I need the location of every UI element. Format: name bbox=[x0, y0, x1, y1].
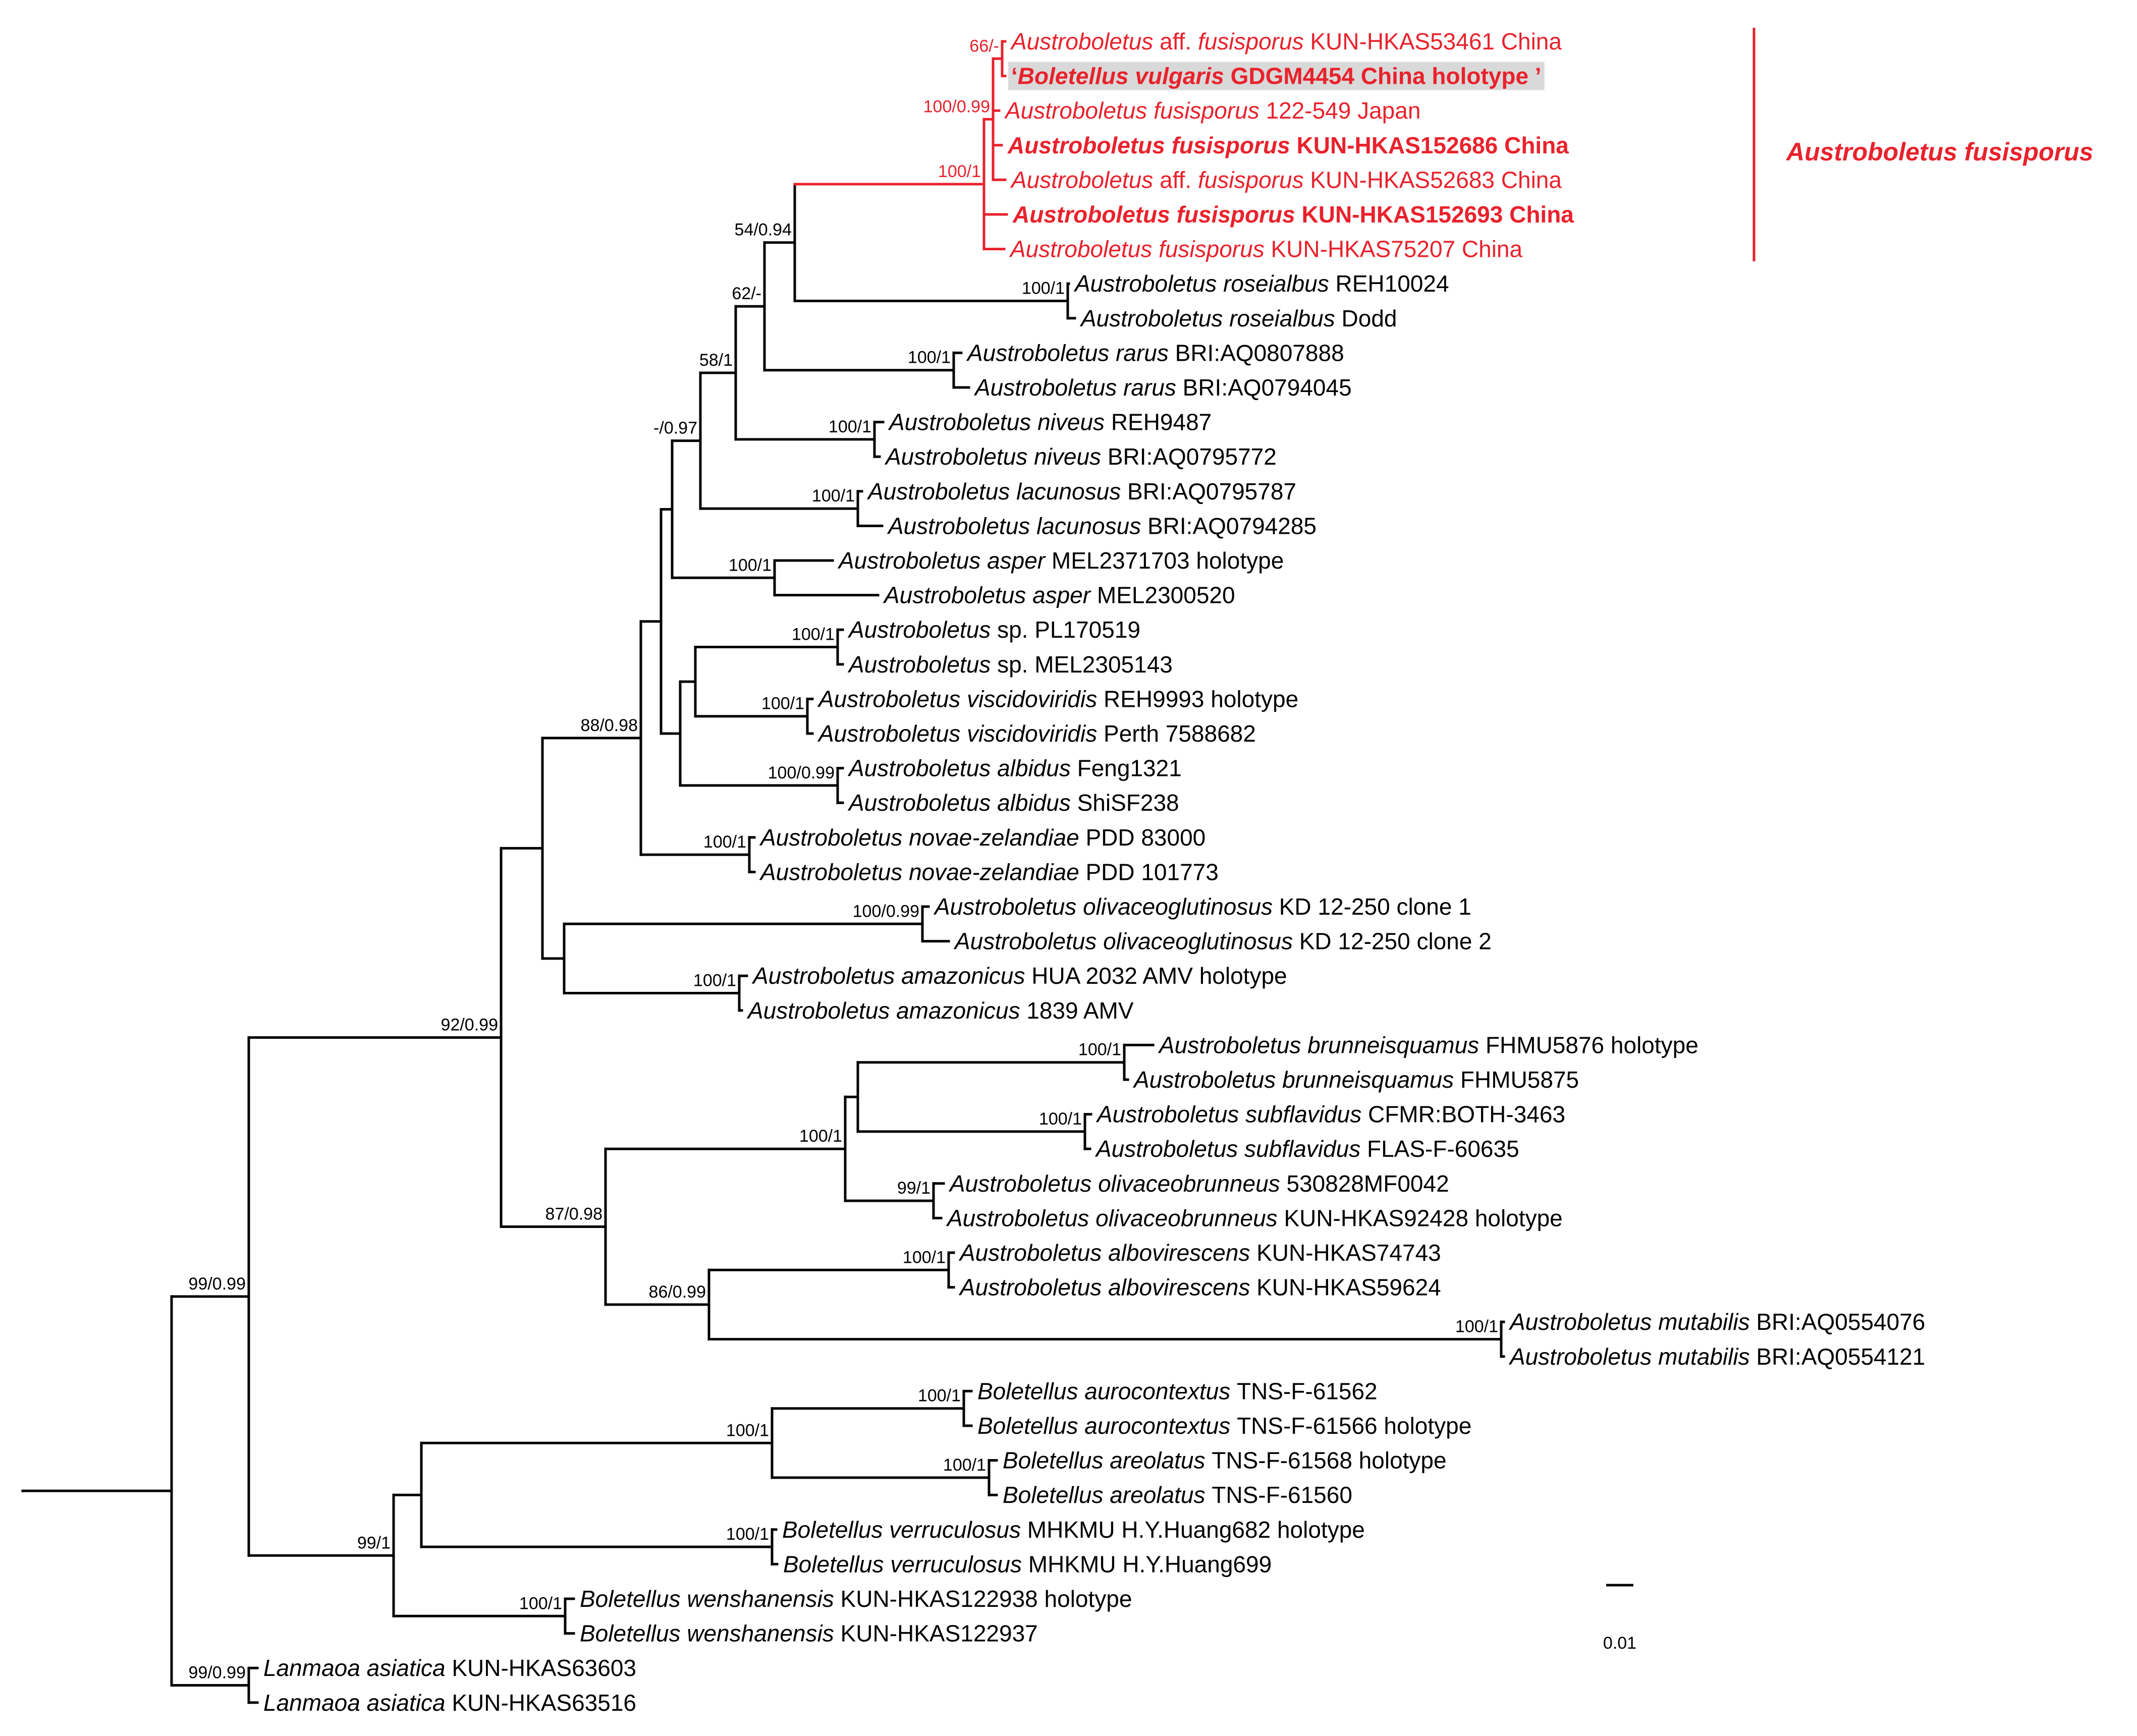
tip-label: Austroboletus asper MEL2300520 bbox=[883, 582, 1235, 608]
support-value: 88/0.98 bbox=[581, 716, 638, 735]
tip-label: Austroboletus albidus ShiSF238 bbox=[847, 790, 1179, 816]
tip-label: Austroboletus rarus BRI:AQ0794045 bbox=[973, 374, 1352, 401]
support-value: 100/1 bbox=[519, 1594, 562, 1613]
support-value: 100/1 bbox=[799, 1127, 842, 1146]
tip-label: Austroboletus aff. fusisporus KUN-HKAS52… bbox=[1010, 166, 1562, 193]
support-value: 58/1 bbox=[699, 351, 733, 370]
support-value: 62/- bbox=[732, 284, 761, 303]
support-value: 100/1 bbox=[829, 417, 871, 436]
support-value: 99/0.99 bbox=[189, 1663, 246, 1683]
tip-label: Boletellus areolatus TNS-F-61568 holotyp… bbox=[1003, 1447, 1447, 1474]
tip-label: Austroboletus fusisporus 122-549 Japan bbox=[1004, 97, 1420, 124]
support-value: 100/1 bbox=[812, 486, 855, 506]
tip-label: Austroboletus novae-zelandiae PDD 101773 bbox=[759, 859, 1219, 885]
tip-label: Austroboletus niveus BRI:AQ0795772 bbox=[884, 443, 1277, 470]
tip-label: Austroboletus fusisporus KUN-HKAS152686 … bbox=[1007, 132, 1569, 158]
support-value: 100/1 bbox=[908, 348, 951, 367]
tip-label: Austroboletus viscidoviridis REH9993 hol… bbox=[817, 686, 1298, 712]
tip-label: Austroboletus olivaceoglutinosus KD 12-2… bbox=[933, 893, 1471, 920]
tip-label: Lanmaoa asiatica KUN-HKAS63516 bbox=[263, 1690, 636, 1716]
tip-label: Austroboletus sp. MEL2305143 bbox=[847, 651, 1173, 678]
tip-label: Austroboletus roseialbus REH10024 bbox=[1073, 270, 1449, 297]
support-value: 99/1 bbox=[357, 1533, 391, 1552]
support-values: 66/- 100/0.99 100/1 54/0.94 100/1 62/- 100/1 58… bbox=[189, 36, 1498, 1682]
tip-label: Austroboletus subflavidus FLAS-F-60635 bbox=[1094, 1136, 1519, 1162]
tip-label: Boletellus areolatus TNS-F-61560 bbox=[1003, 1482, 1352, 1508]
support-value: 100/1 bbox=[1078, 1040, 1121, 1059]
support-value: 100/1 bbox=[918, 1386, 961, 1406]
tip-label: Austroboletus niveus REH9487 bbox=[888, 409, 1212, 435]
support-value: 87/0.98 bbox=[545, 1205, 602, 1224]
support-value: 100/1 bbox=[729, 555, 772, 575]
tip-label: Austroboletus brunneisquamus FHMU5875 bbox=[1132, 1067, 1579, 1093]
support-value: 92/0.99 bbox=[441, 1015, 498, 1034]
tip-label: Austroboletus fusisporus KUN-HKAS75207 C… bbox=[1009, 236, 1523, 262]
support-value: 100/1 bbox=[1039, 1109, 1082, 1129]
support-value: 100/0.99 bbox=[768, 763, 835, 782]
tree-branches bbox=[21, 40, 1505, 1704]
tip-label: Boletellus wenshanensis KUN-HKAS122938 h… bbox=[580, 1586, 1132, 1612]
tip-label: Austroboletus olivaceoglutinosus KD 12-2… bbox=[953, 928, 1492, 955]
tip-label: Boletellus aurocontextus TNS-F-61566 hol… bbox=[977, 1413, 1471, 1439]
tip-label: Austroboletus roseialbus Dodd bbox=[1079, 305, 1397, 331]
support-value: 100/0.99 bbox=[853, 902, 919, 921]
support-value: 100/1 bbox=[761, 694, 804, 713]
support-value: 100/1 bbox=[693, 971, 736, 990]
scale-label: 0.01 bbox=[1603, 1634, 1636, 1653]
support-value: 100/1 bbox=[1455, 1317, 1498, 1336]
support-value: 100/0.99 bbox=[923, 97, 990, 116]
support-value: 99/0.99 bbox=[189, 1274, 246, 1294]
tip-labels: Austroboletus aff. fusisporus KUN-HKAS53… bbox=[263, 28, 1925, 1716]
tip-label: Austroboletus rarus BRI:AQ0807888 bbox=[966, 340, 1344, 366]
tip-label: Austroboletus olivaceobrunneus KUN-HKAS9… bbox=[946, 1205, 1563, 1231]
support-value: 86/0.99 bbox=[649, 1282, 706, 1302]
support-value: 54/0.94 bbox=[735, 220, 792, 240]
tip-label: Austroboletus sp. PL170519 bbox=[847, 617, 1140, 643]
support-value: 100/1 bbox=[943, 1455, 986, 1475]
support-value: 99/1 bbox=[897, 1179, 930, 1198]
support-value: -/0.97 bbox=[653, 419, 697, 438]
tip-label: Boletellus verruculosus MHKMU H.Y.Huang6… bbox=[782, 1517, 1365, 1543]
support-value: 100/1 bbox=[938, 162, 981, 181]
tip-label: ‘Boletellus vulgaris GDGM4454 China holo… bbox=[1011, 63, 1542, 89]
tip-label: Austroboletus amazonicus 1839 AMV bbox=[746, 997, 1134, 1024]
clade-label: Austroboletus fusisporus bbox=[1785, 138, 2093, 166]
tip-label: Austroboletus albidus Feng1321 bbox=[847, 755, 1182, 781]
tip-label: Austroboletus brunneisquamus FHMU5876 ho… bbox=[1158, 1032, 1698, 1058]
tip-label: Austroboletus mutabilis BRI:AQ0554121 bbox=[1508, 1343, 1925, 1370]
support-value: 100/1 bbox=[792, 625, 835, 644]
tip-label: Austroboletus olivaceobrunneus 530828MF0… bbox=[948, 1170, 1449, 1197]
support-value: 66/- bbox=[969, 36, 999, 55]
tip-label: Austroboletus lacunosus BRI:AQ0795787 bbox=[866, 478, 1296, 505]
tip-label: Austroboletus aff. fusisporus KUN-HKAS53… bbox=[1010, 28, 1562, 54]
tip-label: Boletellus wenshanensis KUN-HKAS122937 bbox=[580, 1620, 1038, 1647]
tip-label: Austroboletus mutabilis BRI:AQ0554076 bbox=[1508, 1309, 1925, 1335]
tip-label: Austroboletus novae-zelandiae PDD 83000 bbox=[759, 824, 1206, 851]
tip-label: Lanmaoa asiatica KUN-HKAS63603 bbox=[263, 1655, 636, 1681]
tip-label: Austroboletus asper MEL2371703 holotype bbox=[837, 547, 1284, 574]
tip-label: Austroboletus subflavidus CFMR:BOTH-3463 bbox=[1095, 1101, 1565, 1128]
support-value: 100/1 bbox=[703, 832, 746, 852]
holotype-highlight-box bbox=[1008, 62, 1545, 90]
tip-label: Boletellus aurocontextus TNS-F-61562 bbox=[977, 1378, 1378, 1404]
tip-label: Austroboletus lacunosus BRI:AQ0794285 bbox=[887, 513, 1317, 539]
support-value: 100/1 bbox=[726, 1525, 769, 1544]
support-value: 100/1 bbox=[903, 1248, 946, 1267]
tip-label: Austroboletus fusisporus KUN-HKAS152693 … bbox=[1012, 201, 1574, 228]
support-value: 100/1 bbox=[726, 1421, 769, 1440]
support-value: 100/1 bbox=[1022, 279, 1065, 298]
tip-label: Austroboletus albovirescens KUN-HKAS7474… bbox=[958, 1240, 1441, 1266]
tip-label: Austroboletus amazonicus HUA 2032 AMV ho… bbox=[751, 963, 1287, 989]
tip-label: Austroboletus albovirescens KUN-HKAS5962… bbox=[958, 1274, 1441, 1301]
tip-label: Austroboletus viscidoviridis Perth 75886… bbox=[817, 720, 1256, 747]
tip-label: Boletellus verruculosus MHKMU H.Y.Huang6… bbox=[783, 1551, 1272, 1577]
